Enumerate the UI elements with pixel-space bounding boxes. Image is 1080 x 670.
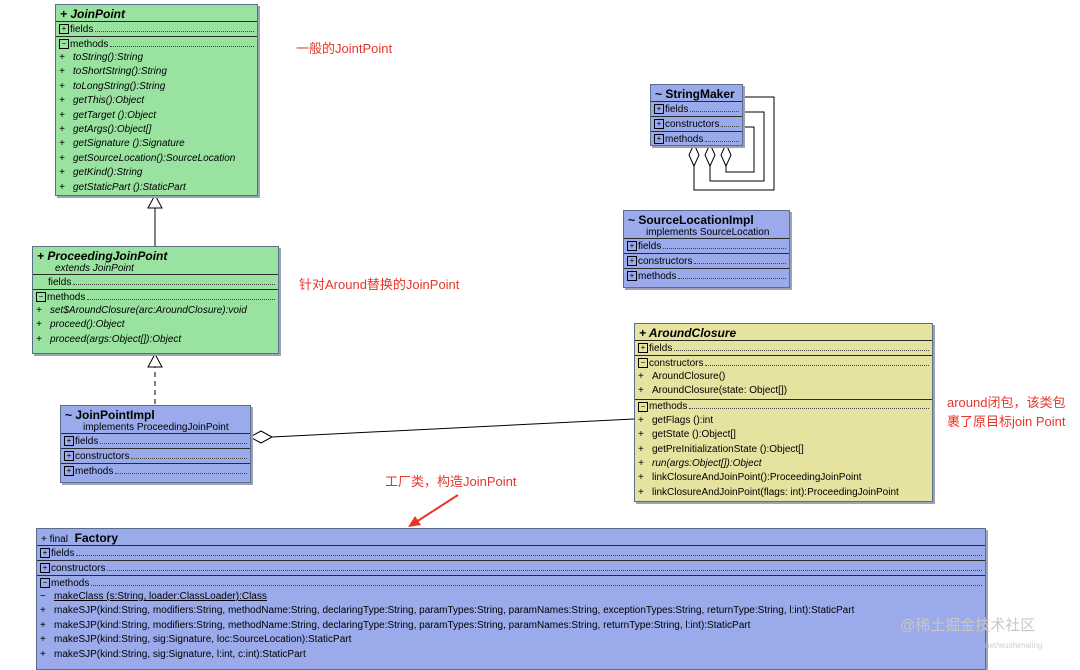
- class-title: + JoinPoint: [60, 7, 126, 21]
- class-title: + AroundClosure: [639, 326, 737, 340]
- realization-arrow: [147, 352, 163, 368]
- fields-section[interactable]: +fields: [635, 340, 932, 355]
- method-item: +makeSJP(kind:String, modifiers:String, …: [40, 619, 751, 631]
- expand-icon[interactable]: +: [654, 119, 664, 129]
- note-aroundclosure: around闭包，该类包裹了原目标join Point: [947, 395, 1066, 429]
- fields-section[interactable]: +fields: [651, 101, 742, 116]
- class-title: + ProceedingJoinPoint: [37, 249, 168, 263]
- expand-icon[interactable]: +: [627, 256, 637, 266]
- extends-label: extends JoinPoint: [55, 263, 134, 274]
- method-item: +getSourceLocation():SourceLocation: [59, 152, 236, 164]
- class-title: + final Factory: [41, 531, 118, 545]
- method-item: +getFlags ():int: [638, 414, 714, 426]
- methods-section[interactable]: −methods: [37, 575, 985, 590]
- method-item: +toString():String: [59, 52, 144, 63]
- collapse-icon[interactable]: −: [40, 578, 50, 588]
- expand-icon[interactable]: +: [627, 271, 637, 281]
- methods-section[interactable]: +methods: [61, 463, 250, 478]
- methods-section[interactable]: +methods: [624, 268, 789, 283]
- fields-section[interactable]: +fields: [61, 433, 250, 448]
- method-item: +linkClosureAndJoinPoint():ProceedingJoi…: [638, 472, 862, 484]
- constructors-section[interactable]: −constructors: [635, 355, 932, 370]
- collapse-icon[interactable]: −: [36, 292, 46, 302]
- red-arrow-line: [415, 494, 459, 523]
- implements-label: implements SourceLocation: [646, 227, 770, 238]
- method-item: +getTarget ():Object: [59, 109, 157, 121]
- note-proceedingjoinpoint: 针对Around替换的JoinPoint: [299, 277, 460, 292]
- constructors-section[interactable]: +constructors: [651, 116, 742, 131]
- expand-icon[interactable]: +: [654, 134, 664, 144]
- watermark: @稀土掘金技术社区: [900, 617, 1036, 634]
- fields-section[interactable]: +fields: [56, 21, 257, 36]
- method-item: +toShortString():String: [59, 66, 167, 78]
- note-joinpoint: 一般的JointPoint: [296, 41, 393, 56]
- generalization-arrow: [147, 193, 163, 209]
- class-title: ~ StringMaker: [655, 87, 735, 101]
- method-item: +proceed():Object: [36, 319, 125, 331]
- proceedingjoinpoint-class[interactable]: + ProceedingJoinPoint extends JoinPoint …: [32, 246, 279, 354]
- fields-section[interactable]: fields: [33, 274, 278, 289]
- aggregation-line: [271, 418, 635, 438]
- expand-icon[interactable]: +: [64, 436, 74, 446]
- constructor-item: +AroundClosure(): [638, 371, 726, 382]
- method-item: +getArgs():Object[]: [59, 123, 152, 135]
- method-item: +toLongString():String: [59, 80, 166, 92]
- constructor-item: +AroundClosure(state: Object[]): [638, 385, 788, 397]
- collapse-icon[interactable]: −: [638, 358, 648, 368]
- aroundclosure-class[interactable]: + AroundClosure +fields −constructors +A…: [634, 323, 933, 502]
- expand-icon[interactable]: +: [40, 563, 50, 573]
- joinpointimpl-class[interactable]: ~ JoinPointImpl implements ProceedingJoi…: [60, 405, 251, 483]
- aggregation-diamond: [248, 430, 274, 444]
- stringmaker-class[interactable]: ~ StringMaker +fields +constructors +met…: [650, 84, 743, 146]
- method-item: +makeSJP(kind:String, sig:Signature, l:i…: [40, 648, 306, 660]
- method-item: +makeSJP(kind:String, sig:Signature, loc…: [40, 634, 352, 646]
- self-assoc-3: [725, 126, 755, 173]
- expand-icon[interactable]: +: [64, 466, 74, 476]
- fields-section[interactable]: +fields: [37, 545, 985, 560]
- constructors-section[interactable]: +constructors: [61, 448, 250, 463]
- watermark-url: net/wushimaling: [985, 641, 1043, 650]
- collapse-icon[interactable]: −: [59, 39, 69, 49]
- method-item: ~makeClass (s:String, loader:ClassLoader…: [40, 591, 267, 602]
- method-item: +getState ():Object[]: [638, 429, 736, 441]
- method-item: +getSignature ():Signature: [59, 138, 185, 150]
- methods-section[interactable]: −methods: [635, 398, 932, 414]
- factory-class[interactable]: + final Factory +fields +constructors −m…: [36, 528, 986, 670]
- methods-section[interactable]: +methods: [651, 131, 742, 145]
- expand-icon[interactable]: +: [654, 104, 664, 114]
- implements-label: implements ProceedingJoinPoint: [83, 422, 229, 433]
- constructors-section[interactable]: +constructors: [624, 253, 789, 268]
- method-item: +run(args:Object[]):Object: [638, 457, 762, 469]
- collapse-icon[interactable]: −: [638, 401, 648, 412]
- class-title: ~ JoinPointImpl: [65, 408, 155, 422]
- class-title: ~ SourceLocationImpl: [628, 213, 754, 227]
- method-item: +getThis():Object: [59, 95, 145, 107]
- expand-icon[interactable]: +: [40, 548, 50, 558]
- self-assoc-1: [693, 96, 775, 191]
- red-arrow-head: [408, 516, 421, 527]
- note-factory: 工厂类，构造JoinPoint: [385, 474, 517, 489]
- expand-icon[interactable]: +: [638, 343, 648, 353]
- self-assoc-diamond-2: [704, 142, 716, 168]
- method-item: +getStaticPart ():StaticPart: [59, 181, 186, 193]
- method-item: +linkClosureAndJoinPoint(flags: int):Pro…: [638, 486, 899, 498]
- constructors-section[interactable]: +constructors: [37, 560, 985, 575]
- methods-section[interactable]: −methods: [33, 289, 278, 304]
- method-item: +getKind():String: [59, 167, 143, 179]
- sourcelocationimpl-class[interactable]: ~ SourceLocationImpl implements SourceLo…: [623, 210, 790, 288]
- expand-icon[interactable]: +: [59, 24, 69, 34]
- self-assoc-diamond-3: [720, 142, 732, 168]
- joinpoint-class[interactable]: + JoinPoint +fields −methods +toString()…: [55, 4, 258, 196]
- fields-section[interactable]: +fields: [624, 238, 789, 253]
- method-item: +makeSJP(kind:String, modifiers:String, …: [40, 605, 855, 617]
- method-item: +getPreInitializationState ():Object[]: [638, 443, 804, 455]
- method-item: +proceed(args:Object[]):Object: [36, 333, 182, 345]
- expand-icon[interactable]: +: [627, 241, 637, 251]
- expand-icon[interactable]: +: [64, 451, 74, 461]
- methods-section[interactable]: −methods: [56, 36, 257, 51]
- connectors: [147, 96, 775, 527]
- self-assoc-diamond-1: [688, 142, 700, 168]
- method-item: +set$AroundClosure(arc:AroundClosure):vo…: [36, 305, 247, 316]
- self-assoc-2: [709, 111, 765, 182]
